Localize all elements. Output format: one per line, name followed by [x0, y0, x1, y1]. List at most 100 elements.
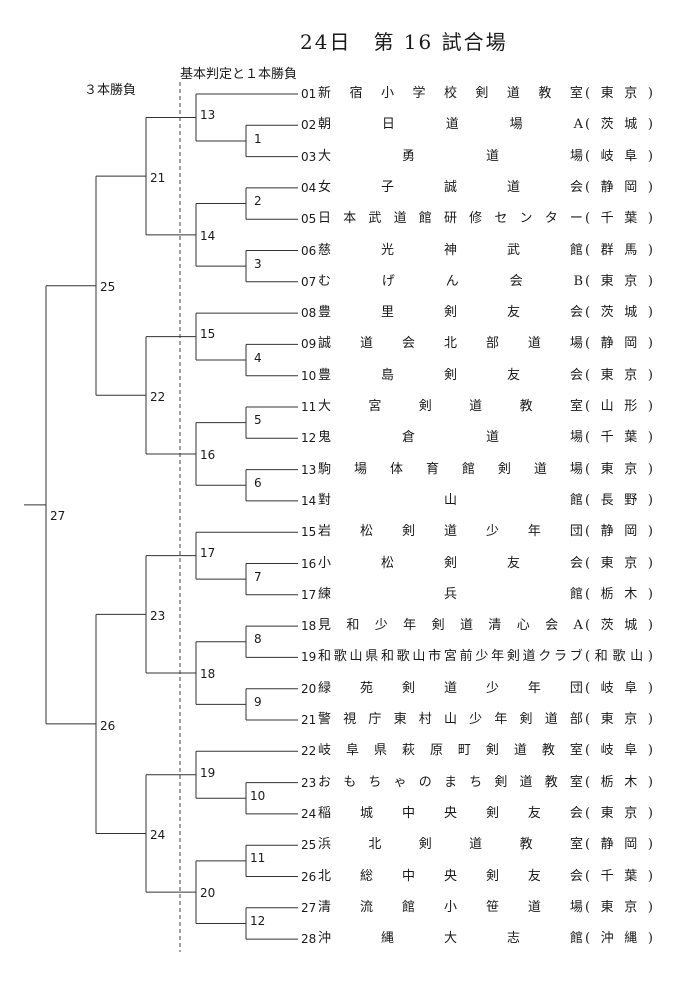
team-prefecture: (山形): [585, 399, 653, 414]
team-name: 清流館小笹道場: [318, 899, 583, 915]
team-prefecture: (東京): [585, 899, 653, 915]
team-prefecture: (東京): [585, 273, 653, 289]
match-number-21: 21: [150, 171, 166, 185]
team-name: 豊島剣友会: [318, 367, 583, 383]
match-number-5: 5: [254, 413, 262, 427]
match-number-3: 3: [254, 257, 262, 271]
team-name: 駒場体育館剣道場: [318, 461, 583, 477]
team-seed: 14: [301, 493, 317, 508]
match-number-17: 17: [200, 546, 216, 560]
team-name: 警視庁東村山少年剣道部: [318, 712, 583, 727]
team-seed: 08: [301, 306, 317, 321]
match-number-18: 18: [200, 667, 216, 681]
team-name: 鬼倉道場: [318, 430, 583, 446]
team-seed: 27: [301, 900, 317, 915]
team-seed: 25: [301, 838, 317, 853]
team-prefecture: (栃木): [585, 586, 653, 602]
team-name: 新宿小学校剣道教室: [318, 86, 583, 101]
team-name: 稲城中央剣友会: [318, 805, 583, 821]
team-prefecture: (栃木): [585, 774, 653, 790]
match-number-7: 7: [254, 570, 262, 584]
team-prefecture: (群馬): [585, 242, 653, 258]
team-name: 岐阜県萩原町剣道教室: [318, 743, 583, 759]
three-point-label: ３本勝負: [84, 83, 137, 98]
team-prefecture: (東京): [585, 367, 653, 383]
team-prefecture: (長野): [585, 492, 653, 508]
team-name: おもちゃのまち剣道教室: [318, 774, 583, 790]
team-name: 緑苑剣道少年団: [318, 680, 583, 696]
team-prefecture: (東京): [585, 805, 653, 821]
match-number-1: 1: [254, 132, 262, 146]
team-prefecture: (千葉): [585, 211, 653, 227]
team-prefecture: (東京): [585, 86, 653, 101]
team-prefecture: (和歌山): [585, 649, 653, 665]
match-number-6: 6: [254, 476, 262, 490]
team-prefecture: (静岡): [585, 336, 653, 352]
one-point-label: 基本判定と１本勝負: [180, 67, 298, 82]
match-number-20: 20: [200, 886, 216, 900]
team-seed: 06: [301, 243, 317, 258]
team-seed: 18: [301, 619, 317, 634]
team-seed: 13: [301, 462, 317, 477]
match-number-27: 27: [50, 509, 66, 523]
team-prefecture: (静岡): [585, 524, 653, 540]
match-number-4: 4: [254, 351, 262, 365]
team-name: 小松剣友会: [318, 555, 583, 571]
match-number-13: 13: [200, 108, 216, 122]
team-seed: 15: [301, 525, 317, 540]
match-number-26: 26: [100, 719, 116, 733]
team-prefecture: (東京): [585, 555, 653, 571]
team-seed: 19: [301, 650, 317, 665]
team-prefecture: (茨城): [585, 618, 653, 634]
team-prefecture: (東京): [585, 712, 653, 727]
team-seed: 04: [301, 180, 317, 195]
match-number-12: 12: [250, 914, 266, 928]
team-prefecture: (沖縄): [585, 931, 653, 947]
team-seed: 07: [301, 274, 317, 289]
team-name: 女子誠道会: [318, 179, 583, 195]
team-prefecture: (東京): [585, 461, 653, 477]
team-seed: 20: [301, 681, 317, 696]
team-name: 浜北剣道教室: [318, 837, 583, 853]
match-number-10: 10: [250, 789, 266, 803]
team-prefecture: (静岡): [585, 179, 653, 195]
team-seed: 10: [301, 368, 317, 383]
team-seed: 24: [301, 806, 317, 821]
team-seed: 03: [301, 149, 317, 164]
team-prefecture: (千葉): [585, 868, 653, 884]
team-name: 誠道会北部道場: [318, 336, 583, 352]
team-name: 對山館: [318, 492, 583, 508]
match-number-15: 15: [200, 327, 216, 341]
team-name: 北総中央剣友会: [318, 868, 583, 884]
match-number-14: 14: [200, 229, 216, 243]
team-name: 豊里剣友会: [318, 305, 583, 321]
team-name: 岩松剣道少年団: [318, 524, 583, 540]
team-seed: 23: [301, 775, 317, 790]
team-seed: 28: [301, 932, 317, 947]
team-name: 和歌山県和歌山市宮前少年剣道クラブ: [318, 649, 583, 665]
team-name: 大宮剣道教室: [318, 399, 583, 414]
team-prefecture: (岐阜): [585, 680, 653, 696]
